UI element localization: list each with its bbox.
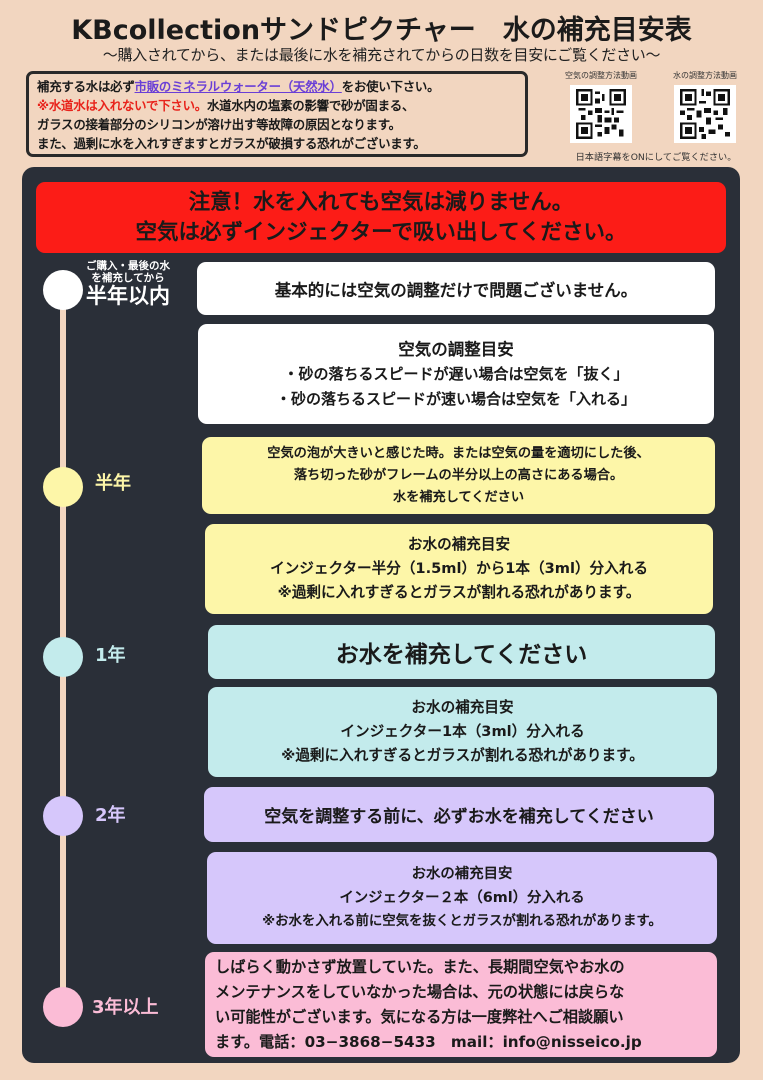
air-warning-banner: 注意！水を入れても空気は減りません。 空気は必ずインジェクターで吸い出してくださ… (36, 182, 726, 253)
timeline-dot-3-years-plus (43, 987, 83, 1027)
qr-caption: 空気の調整方法動画 (565, 71, 637, 80)
card-heading: お水の補充目安 (411, 866, 513, 882)
stage-label-3-years-plus: 3年以上 (92, 997, 159, 1018)
stage-card: お水を補充してください (208, 625, 715, 679)
contact-card: しばらく動かさず放置していた。また、長期間空気やお水の メンテナンスをしていなか… (205, 952, 717, 1057)
mineral-water-link[interactable]: 市販のミネラルウォーター（天然水） (134, 79, 342, 94)
timeline-dot-2-years (43, 796, 83, 836)
stage-card: 基本的には空気の調整だけで問題ございません。 (197, 262, 715, 315)
qr-code-icon[interactable] (570, 85, 632, 143)
alert-line-1: 注意！水を入れても空気は減りません。 (188, 190, 574, 215)
card-text: ・砂の落ちるスピードが遅い場合は空気を「抜く」 (283, 364, 629, 383)
stage-label-main: 半年以内 (86, 284, 170, 308)
contact-info[interactable]: ます。電話：03−3868−5433 mail：info@nisseico.jp (215, 1032, 642, 1051)
card-text: インジェクター２本（6ml）分入れる (339, 890, 585, 906)
qr-water-video[interactable]: 水の調整方法動画 (660, 70, 750, 143)
qr-code-icon[interactable] (674, 85, 736, 143)
notice-line-2: ※水道水は入れないで下さい。水道水内の塩素の影響で砂が固まる、 (37, 96, 517, 115)
timeline-dot-half-year-within (43, 270, 83, 310)
qr-air-video[interactable]: 空気の調整方法動画 (556, 70, 646, 143)
stage-label-2-years: 2年 (95, 805, 126, 826)
qr-subtitle-note: 日本語字幕をONにしてご覧ください。 (575, 152, 737, 163)
qr-caption: 水の調整方法動画 (673, 71, 737, 80)
card-text: 落ち切った砂がフレームの半分以上の高さにある場合。 (293, 467, 624, 483)
card-text: 水を補充してください (392, 489, 525, 505)
card-text: ※過剰に入れすぎるとガラスが割れる恐れがあります。 (277, 584, 641, 601)
notice-text: 補充する水は必ず (37, 79, 135, 94)
stage-card: 空気を調整する前に、必ずお水を補充してください (204, 787, 714, 842)
stage-label-within-half-year: ご購入・最後の水 を補充してから 半年以内 (86, 260, 170, 308)
card-text: 空気の泡が大きいと感じた時。または空気の量を適切にした後、 (267, 445, 650, 461)
card-text: ・砂の落ちるスピードが速い場合は空気を「入れる」 (275, 389, 636, 408)
notice-text: 水道水内の塩素の影響で砂が固まる、 (206, 98, 415, 113)
stage-label-small: ご購入・最後の水 (86, 260, 170, 272)
stage-card: 空気の調整目安 ・砂の落ちるスピードが遅い場合は空気を「抜く」 ・砂の落ちるスピ… (198, 324, 714, 424)
card-text: メンテナンスをしていなかった場合は、元の状態には戻らな (215, 982, 625, 1001)
card-text: しばらく動かさず放置していた。また、長期間空気やお水の (215, 957, 625, 976)
card-heading: 空気の調整目安 (398, 339, 514, 359)
stage-label-half-year: 半年 (95, 473, 131, 494)
card-text: インジェクター半分（1.5ml）から1本（3ml）分入れる (270, 560, 648, 577)
timeline-dot-1-year (43, 637, 83, 677)
notice-line-3: ガラスの接着部分のシリコンが溶け出す等故障の原因となります。 (37, 117, 401, 132)
alert-line-2: 空気は必ずインジェクターで吸い出してください。 (135, 220, 627, 245)
stage-label-1-year: 1年 (95, 645, 126, 666)
card-text: インジェクター1本（3ml）分入れる (340, 723, 585, 740)
card-text: 空気を調整する前に、必ずお水を補充してください (264, 807, 654, 827)
page-title: KBcollectionサンドピクチャー 水の補充目安表 (71, 15, 692, 46)
tap-water-warning: ※水道水は入れないで下さい。 (37, 98, 207, 113)
notice-line-4: また、過剰に水を入れすぎますとガラスが破損する恐れがございます。 (37, 136, 426, 151)
card-text: お水を補充してください (335, 642, 588, 668)
qr-codes: 空気の調整方法動画 水の調整方法動画 (556, 70, 756, 165)
stage-card: お水の補充目安 インジェクター半分（1.5ml）から1本（3ml）分入れる ※過… (205, 524, 713, 614)
card-text: ※過剰に入れすぎるとガラスが割れる恐れがあります。 (281, 747, 644, 764)
timeline-dot-half-year (43, 467, 83, 507)
notice-line-1: 補充する水は必ず市販のミネラルウォーター（天然水）をお使い下さい。 (37, 77, 517, 96)
page-subtitle: 〜購入されてから、または最後に水を補充されてからの日数を目安にご覧ください〜 (102, 46, 661, 64)
timeline-panel: 注意！水を入れても空気は減りません。 空気は必ずインジェクターで吸い出してくださ… (22, 167, 740, 1063)
card-text: い可能性がございます。気になる方は一度弊社へご相談願い (215, 1007, 624, 1026)
card-heading: お水の補充目安 (411, 699, 514, 716)
card-text: 基本的には空気の調整だけで問題ございません。 (274, 280, 638, 300)
card-text: ※お水を入れる前に空気を抜くとガラスが割れる恐れがあります。 (262, 914, 662, 929)
water-notice-box: 補充する水は必ず市販のミネラルウォーター（天然水）をお使い下さい。 ※水道水は入… (26, 71, 528, 157)
stage-card: 空気の泡が大きいと感じた時。または空気の量を適切にした後、 落ち切った砂がフレー… (202, 437, 715, 514)
notice-text: をお使い下さい。 (341, 79, 440, 94)
stage-card: お水の補充目安 インジェクター２本（6ml）分入れる ※お水を入れる前に空気を抜… (207, 852, 717, 944)
stage-card: お水の補充目安 インジェクター1本（3ml）分入れる ※過剰に入れすぎるとガラス… (208, 687, 717, 777)
stage-label-small: を補充してから (91, 272, 165, 284)
card-heading: お水の補充目安 (407, 536, 511, 553)
